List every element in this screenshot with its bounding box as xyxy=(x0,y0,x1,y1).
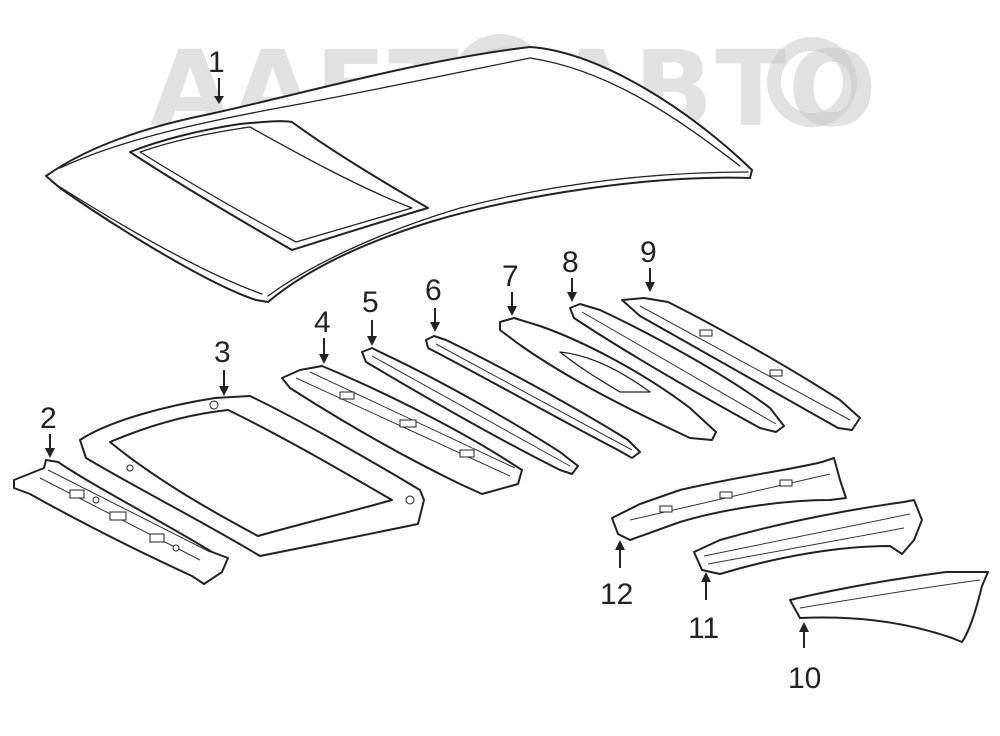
callout-2: 2 xyxy=(40,402,57,435)
part-4-roof-reinforcement xyxy=(281,365,523,495)
part-1-roof-panel xyxy=(45,46,753,303)
copyright-icon xyxy=(767,37,857,127)
callout-8: 8 xyxy=(562,246,579,279)
part-2-front-header xyxy=(13,459,229,585)
part-6-roof-bow xyxy=(425,335,641,459)
callout-10: 10 xyxy=(788,662,821,695)
callout-7: 7 xyxy=(502,260,519,293)
callout-1: 1 xyxy=(208,46,225,79)
part-5-roof-bow xyxy=(361,347,579,475)
callout-4: 4 xyxy=(314,306,331,339)
part-11-side-rail-inner xyxy=(693,499,923,575)
leader-lines xyxy=(45,78,809,648)
part-7-roof-bow xyxy=(499,317,717,441)
part-8-roof-bow xyxy=(569,303,785,433)
part-9-roof-bow xyxy=(621,297,861,431)
callout-9: 9 xyxy=(640,236,657,269)
part-12-side-rail xyxy=(611,457,847,541)
callout-6: 6 xyxy=(425,274,442,307)
part-10-side-rail-outer xyxy=(789,571,989,643)
callout-3: 3 xyxy=(214,336,231,369)
part-3-sunroof-frame xyxy=(79,395,425,557)
callout-5: 5 xyxy=(362,286,379,319)
callout-11: 11 xyxy=(688,612,719,645)
callout-12: 12 xyxy=(600,578,633,611)
